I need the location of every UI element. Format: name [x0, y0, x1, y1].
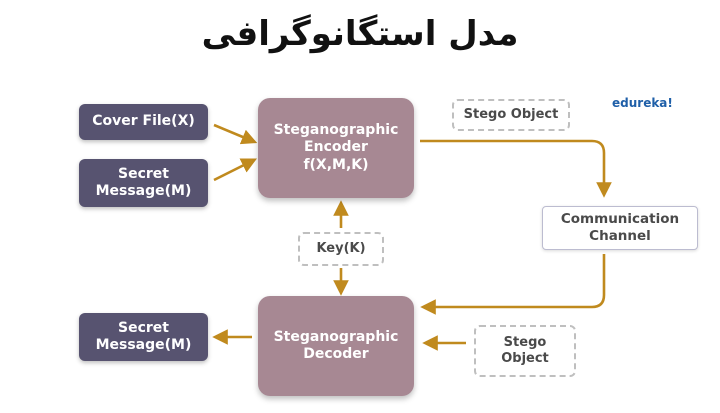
- secret-message-output-label: Secret Message(M): [95, 319, 192, 354]
- decoder-box: Steganographic Decoder: [258, 296, 414, 396]
- stego-object-top-label: Stego Object: [463, 106, 559, 122]
- page-title: مدل استگانوگرافی: [201, 14, 519, 54]
- arrow-cover-to-encoder: [213, 123, 258, 145]
- cover-file-box: Cover File(X): [79, 104, 208, 140]
- communication-channel-box: Communication Channel: [542, 206, 698, 250]
- decoder-label: Steganographic Decoder: [273, 328, 399, 363]
- arrow-channel-to-decoder: [420, 254, 606, 315]
- secret-message-input-label: Secret Message(M): [95, 165, 192, 200]
- stego-object-bottom-box: Stego Object: [474, 325, 576, 377]
- stego-object-bottom-label: Stego Object: [501, 334, 549, 366]
- key-label: Key(K): [316, 240, 366, 256]
- arrow-secret-to-encoder: [213, 158, 257, 182]
- key-box: Key(K): [298, 232, 384, 266]
- brand-logo: edureka!: [612, 96, 673, 110]
- secret-message-input-box: Secret Message(M): [79, 159, 208, 207]
- secret-message-output-box: Secret Message(M): [79, 313, 208, 361]
- stego-object-top-box: Stego Object: [452, 99, 570, 131]
- encoder-label: Steganographic Encoder f(X,M,K): [273, 121, 399, 173]
- cover-file-label: Cover File(X): [92, 113, 195, 130]
- communication-channel-label: Communication Channel: [560, 211, 680, 244]
- arrow-encoder-to-channel: [420, 139, 612, 198]
- encoder-box: Steganographic Encoder f(X,M,K): [258, 98, 414, 198]
